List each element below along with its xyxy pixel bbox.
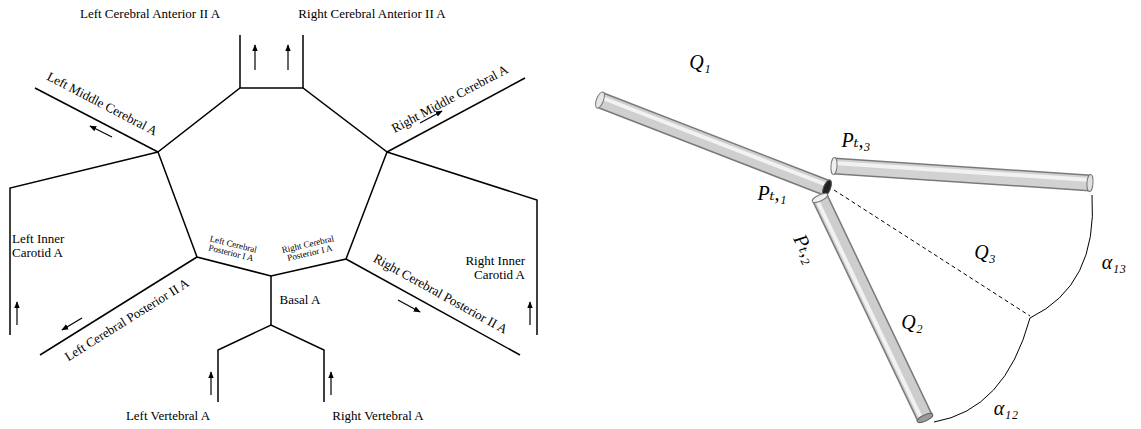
left-anterior-artery	[239, 35, 241, 88]
flow-symbol: Q₃	[974, 242, 995, 263]
tube	[594, 91, 834, 197]
tube	[811, 192, 934, 425]
artery-label: Left Cerebral Posterior II A	[62, 276, 191, 364]
flow-symbol: Q₂	[901, 312, 922, 333]
artery-network	[10, 35, 537, 402]
pressure-symbol: Pₜ,₂	[790, 230, 822, 266]
pressure-symbol: Pₜ,₃	[841, 130, 870, 151]
flow-arrow	[287, 45, 288, 70]
artery-label: Left Cerebral Anterior II A	[80, 7, 220, 21]
vertebral-arteries	[218, 325, 324, 402]
artery-label: Left Middle Cerebral A	[45, 70, 160, 139]
flow-arrow	[254, 45, 255, 70]
tube	[830, 157, 1093, 191]
flow-arrow	[529, 302, 530, 325]
left-posterior-artery	[40, 257, 197, 355]
artery-label: Right Middle Cerebral A	[390, 63, 511, 136]
artery-label: Left Vertebral A	[126, 409, 210, 423]
flow-symbol: Q₁	[689, 52, 710, 73]
tube-illustration	[594, 91, 1094, 425]
flow-arrow	[398, 300, 420, 312]
artery-label: Right Vertebral A	[332, 409, 423, 423]
flow-arrow	[16, 302, 17, 325]
artery-label: Right Cerebral Posterior I A	[277, 233, 342, 265]
circle-of-willis	[158, 88, 387, 276]
artery-label: Left Inner Carotid A	[12, 232, 88, 259]
flow-arrow	[210, 372, 211, 395]
pressure-symbol: Pₜ,₁	[757, 183, 786, 204]
flow-arrows	[17, 45, 530, 395]
basal-artery	[270, 276, 272, 325]
flow-arrow	[62, 318, 82, 330]
right-anterior-artery	[302, 35, 304, 88]
angle-symbol: α₁₃	[1102, 252, 1126, 273]
angle-symbol: α₁₂	[994, 398, 1018, 419]
angle-marks	[834, 190, 1092, 422]
flow-arrow	[330, 372, 331, 395]
artery-label: Basal A	[280, 293, 321, 307]
angle-arc	[1030, 195, 1092, 318]
flow-arrow	[90, 126, 112, 137]
dashed-axis	[834, 190, 1030, 316]
artery-label: Right Cerebral Anterior II A	[298, 7, 445, 21]
angle-arc	[934, 318, 1030, 422]
artery-label: Right Inner Carotid A	[435, 254, 525, 281]
